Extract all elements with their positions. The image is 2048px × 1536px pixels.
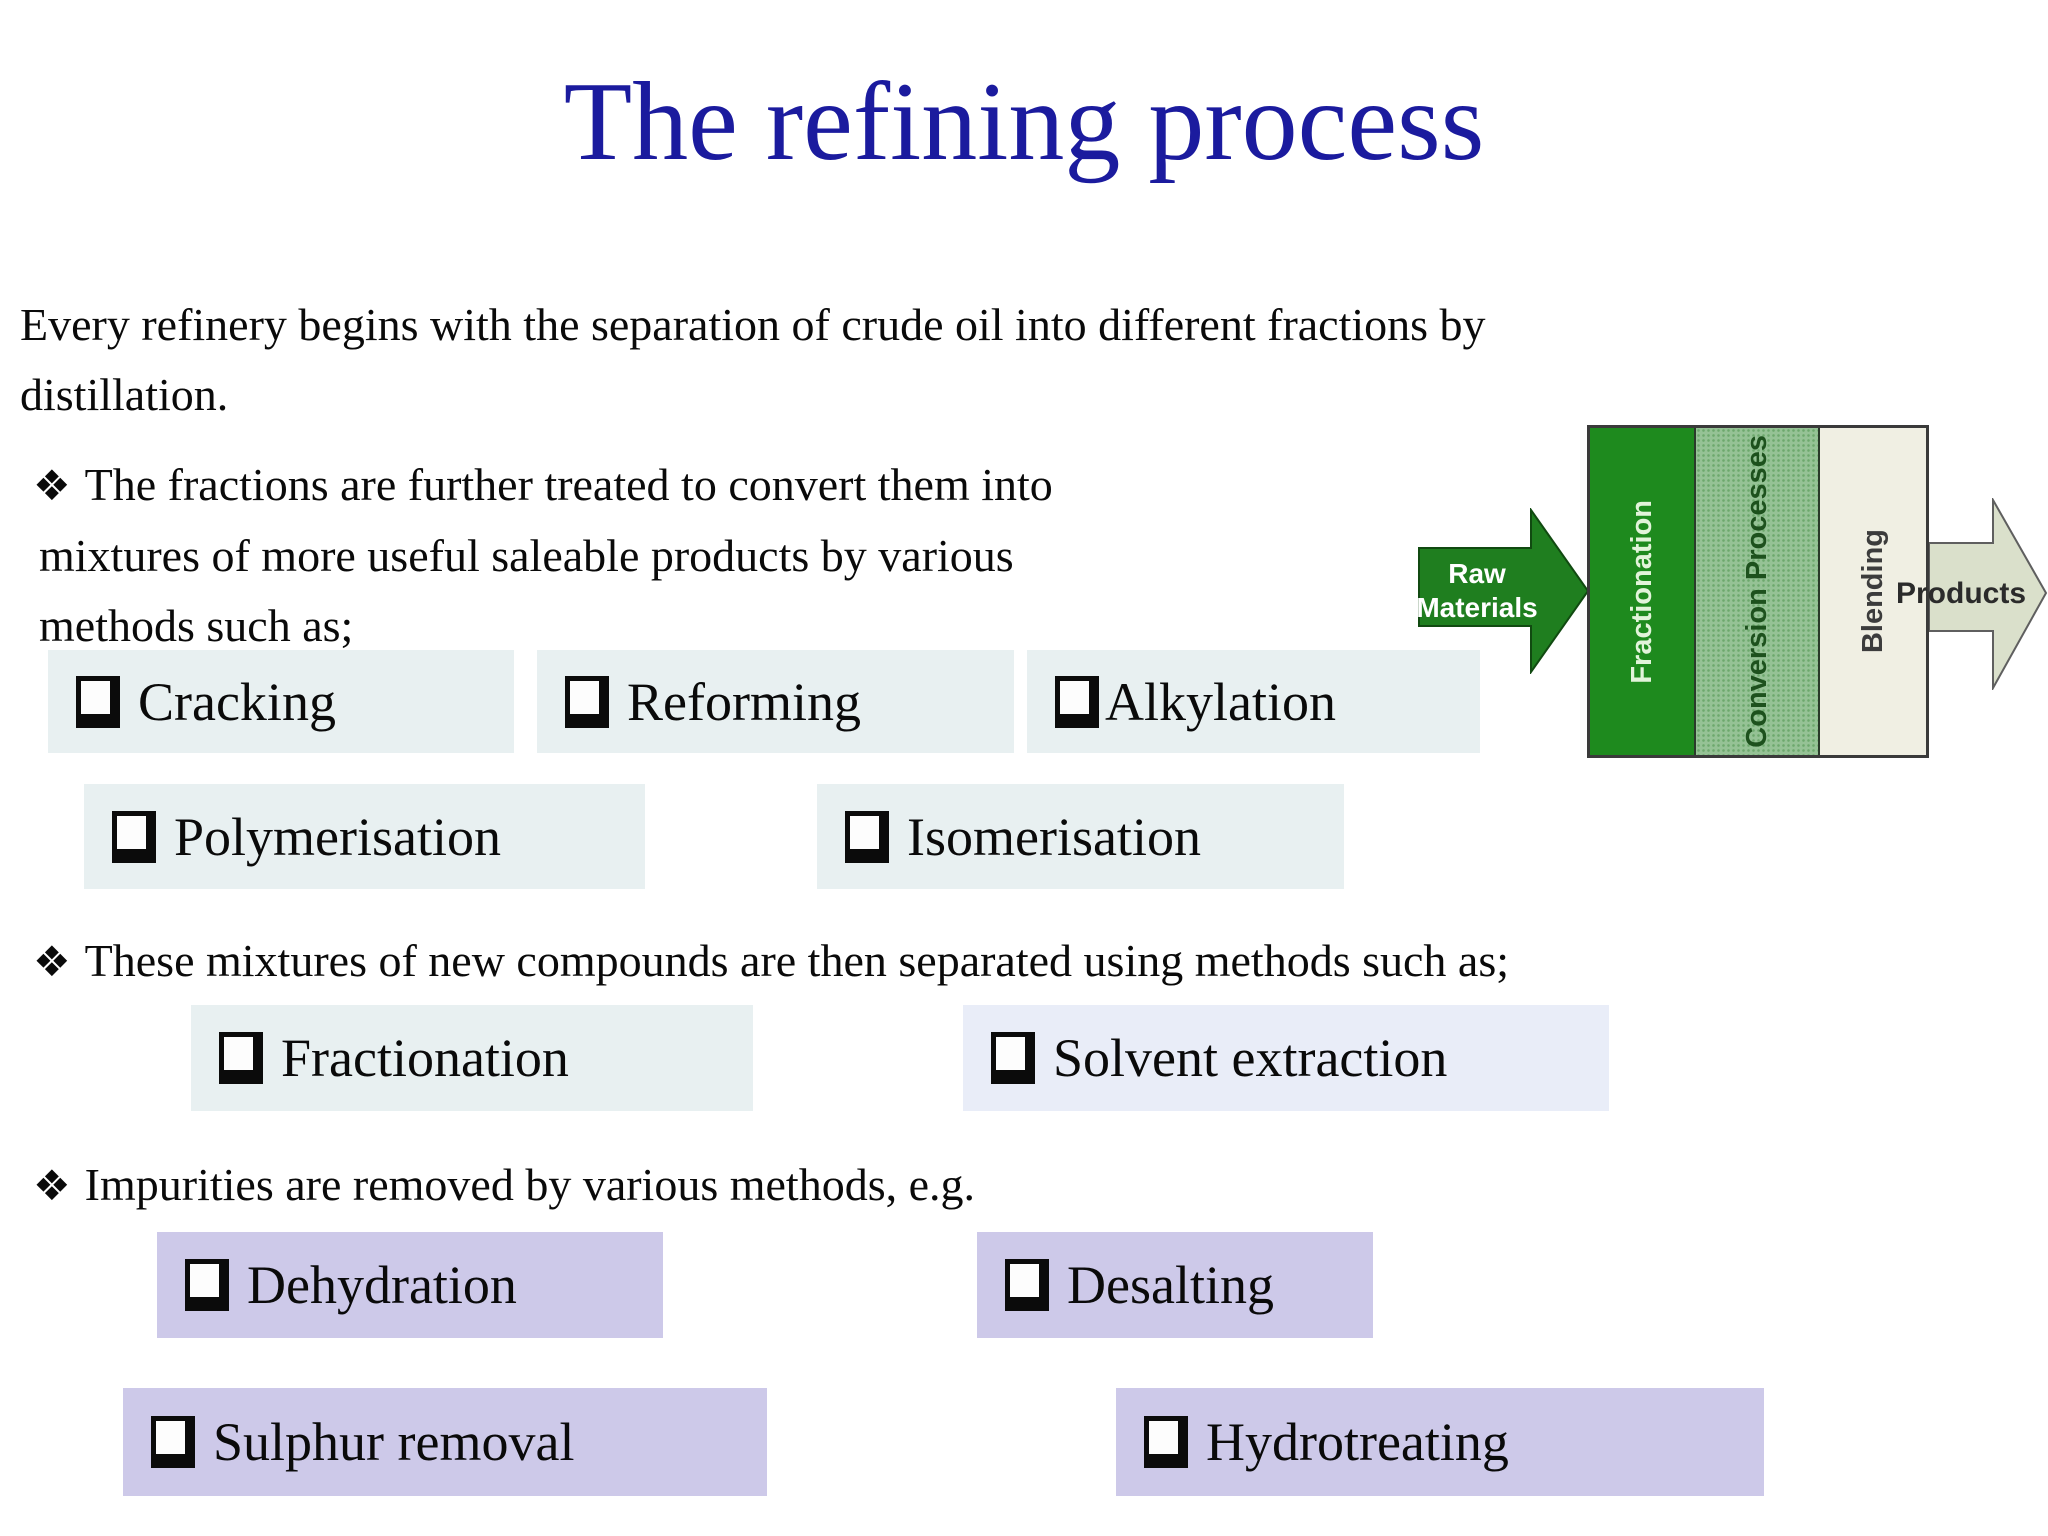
diamond-bullet-icon: ❖	[33, 461, 71, 510]
method-box-sulphur-removal: Sulphur removal	[123, 1388, 767, 1496]
method-box-solvent-extraction: Solvent extraction	[963, 1005, 1609, 1111]
bullet-treatment-methods: ❖ The fractions are further treated to co…	[33, 450, 1433, 661]
method-label: Isomerisation	[907, 806, 1201, 867]
diamond-bullet-icon: ❖	[33, 937, 71, 986]
right-arrow-icon	[1928, 496, 2048, 692]
stage-label: Fractionation	[1625, 499, 1658, 684]
checkbox-icon	[1144, 1416, 1188, 1468]
checkbox-icon	[151, 1416, 195, 1468]
intro-paragraph: Every refinery begins with the separatio…	[20, 290, 2000, 430]
bullet-line: The fractions are further treated to con…	[84, 459, 1053, 510]
method-label: Solvent extraction	[1053, 1028, 1448, 1088]
method-box-desalting: Desalting	[977, 1232, 1373, 1338]
bullet-impurity-removal: ❖ Impurities are removed by various metho…	[33, 1150, 2023, 1221]
stage-fractionation: Fractionation	[1590, 428, 1696, 755]
method-box-fractionation: Fractionation	[191, 1005, 753, 1111]
diamond-bullet-icon: ❖	[33, 1161, 71, 1210]
stage-label: Conversion Processes	[1740, 435, 1773, 748]
method-label: Dehydration	[247, 1255, 517, 1315]
refining-stages-box: Fractionation Conversion Processes Blend…	[1587, 425, 1929, 758]
bullet-line: methods such as;	[39, 600, 354, 651]
method-label: Polymerisation	[174, 806, 501, 867]
checkbox-icon	[845, 810, 889, 863]
method-label: Sulphur removal	[213, 1412, 575, 1472]
method-box-dehydration: Dehydration	[157, 1232, 663, 1338]
bullet-line: Impurities are removed by various method…	[84, 1159, 976, 1210]
stage-blending: Blending	[1820, 428, 1926, 755]
raw-materials-label: Raw Materials	[1416, 558, 1538, 623]
checkbox-icon	[991, 1032, 1035, 1084]
products-arrow: Products	[1896, 496, 2048, 692]
checkbox-icon	[1005, 1259, 1049, 1311]
method-box-isomerisation: Isomerisation	[817, 784, 1344, 889]
checkbox-icon	[1055, 675, 1099, 728]
checkbox-icon	[565, 675, 609, 728]
intro-line-1: Every refinery begins with the separatio…	[20, 299, 1486, 350]
bullet-separation-methods: ❖ These mixtures of new compounds are the…	[33, 926, 2023, 997]
page-title: The refining process	[563, 60, 1485, 184]
method-label: Fractionation	[281, 1028, 569, 1088]
stage-conversion-processes: Conversion Processes	[1696, 428, 1820, 755]
method-box-hydrotreating: Hydrotreating	[1116, 1388, 1764, 1496]
method-label: Reforming	[627, 671, 861, 732]
checkbox-icon	[185, 1259, 229, 1311]
method-box-polymerisation: Polymerisation	[84, 784, 645, 889]
intro-line-2: distillation.	[20, 369, 229, 420]
products-label: Products	[1895, 577, 2027, 610]
raw-materials-arrow: Raw Materials	[1416, 506, 1590, 676]
bullet-line: mixtures of more useful saleable product…	[39, 530, 1014, 581]
stage-label: Blending	[1856, 529, 1889, 654]
method-box-reforming: Reforming	[537, 650, 1014, 753]
right-arrow-icon	[1418, 506, 1590, 676]
checkbox-icon	[219, 1032, 263, 1084]
method-label: Hydrotreating	[1206, 1412, 1509, 1472]
method-label: Desalting	[1067, 1255, 1274, 1315]
method-label: Alkylation	[1105, 671, 1336, 732]
method-label: Cracking	[138, 671, 336, 732]
checkbox-icon	[76, 675, 120, 728]
method-box-cracking: Cracking	[48, 650, 514, 753]
checkbox-icon	[112, 810, 156, 863]
method-box-alkylation: Alkylation	[1027, 650, 1480, 753]
bullet-line: These mixtures of new compounds are then…	[84, 935, 1510, 986]
